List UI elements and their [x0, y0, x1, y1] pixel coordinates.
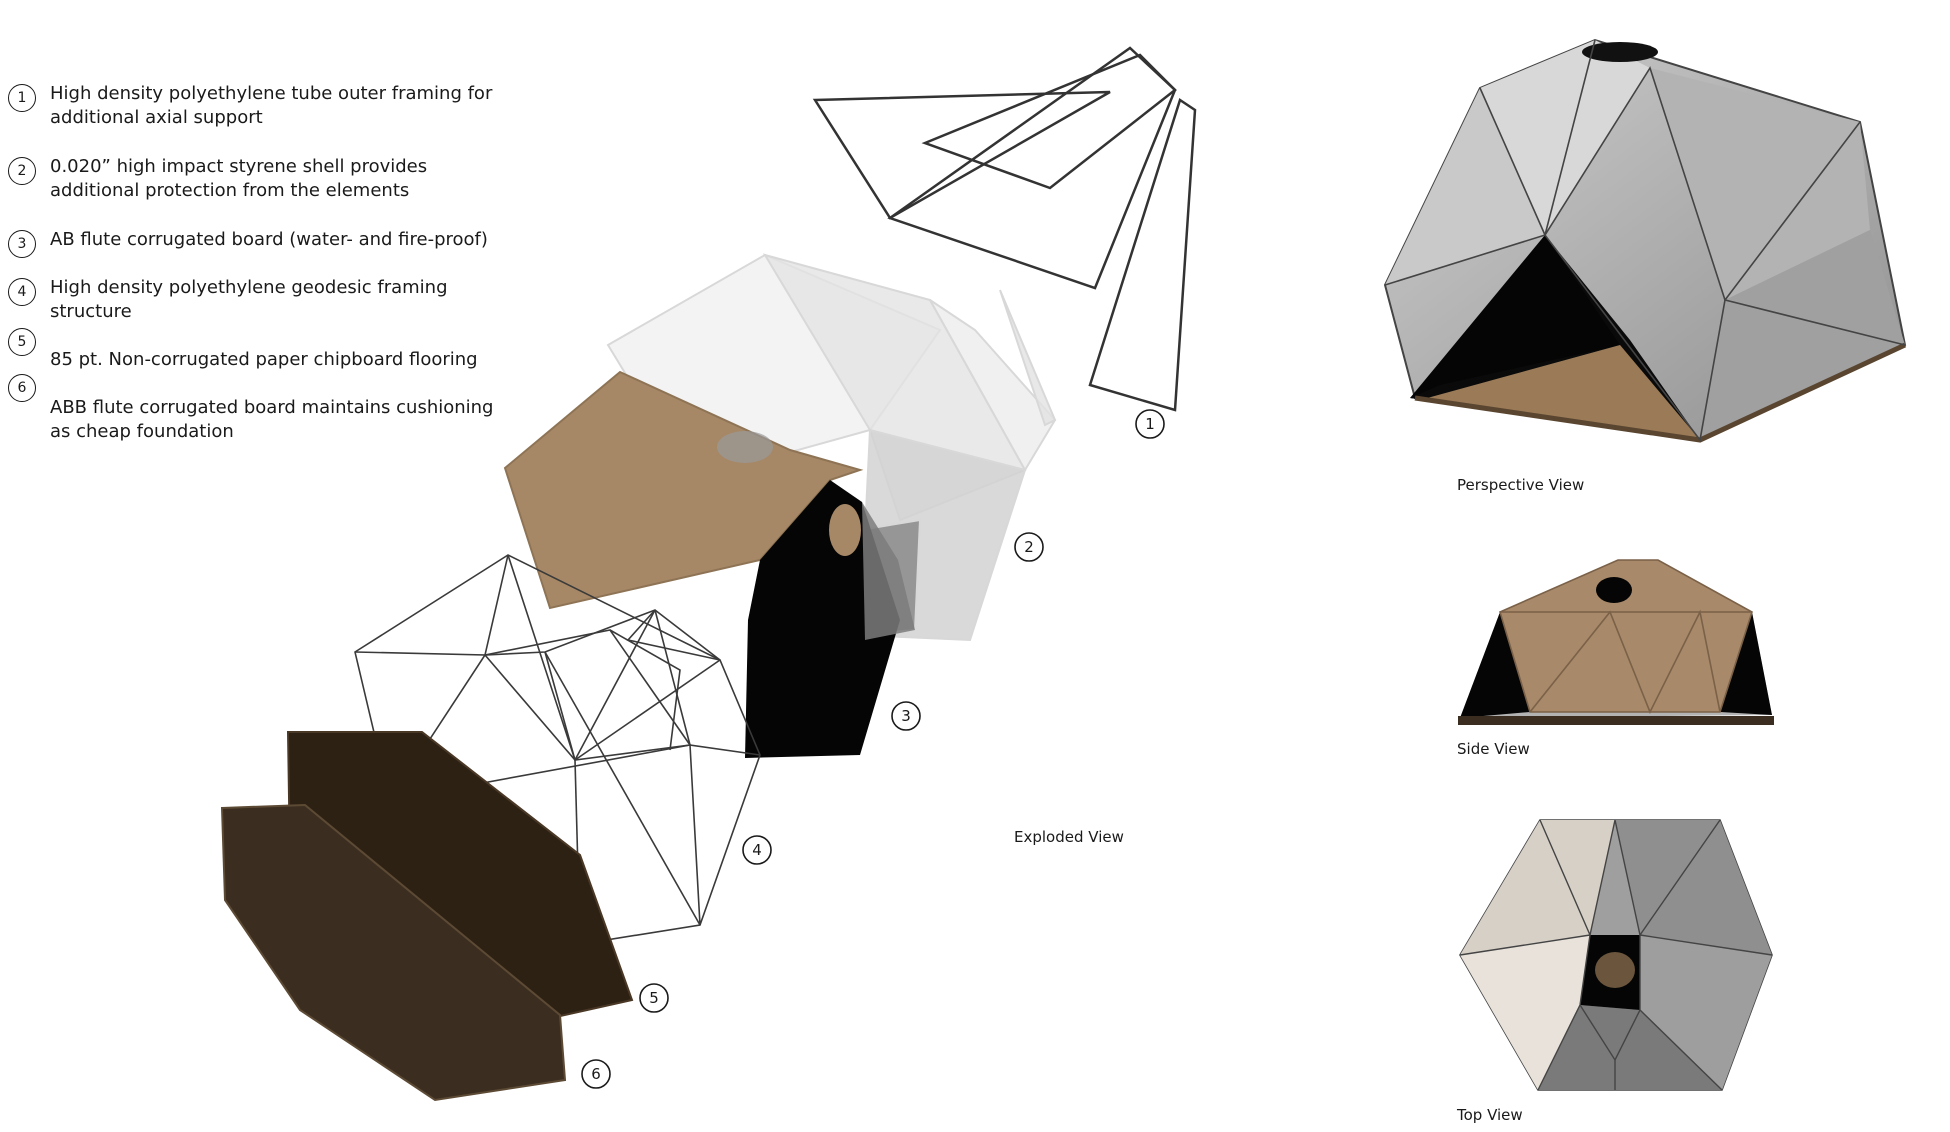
callout-marker-6: 6 [581, 1059, 611, 1089]
top-view [1459, 819, 1773, 1091]
legend-text-1: High density polyethylene tube outer fra… [50, 83, 493, 128]
legend-item-1: 1 High density polyethylene tube outer f… [8, 82, 510, 130]
side-hole [829, 504, 861, 556]
legend-text-4: High density polyethylene geodesic frami… [50, 277, 448, 322]
callout-5: 5 [8, 328, 36, 356]
legend-text-3: AB flute corrugated board (water- and fi… [50, 229, 488, 250]
legend-item-5: 5 85 pt. Non-corrugated paper chipboard … [8, 326, 510, 372]
side-view [1458, 559, 1774, 725]
legend-text-6: ABB flute corrugated board maintains cus… [50, 397, 494, 442]
legend-item-3: 3 AB flute corrugated board (water- and … [8, 228, 510, 258]
caption-perspective-view: Perspective View [1457, 476, 1585, 494]
svg-text:6: 6 [591, 1065, 601, 1083]
svg-text:5: 5 [649, 989, 659, 1007]
layer-3-corrugated-board [503, 370, 915, 758]
callout-4: 4 [8, 278, 36, 306]
svg-text:3: 3 [901, 707, 911, 725]
layer-6-abb-foundation [220, 803, 567, 1102]
callout-1: 1 [8, 84, 36, 112]
callout-marker-2: 2 [1014, 532, 1044, 562]
legend-item-2: 2 0.020” high impact styrene shell provi… [8, 155, 510, 203]
callout-marker-5: 5 [639, 983, 669, 1013]
legend-text-2: 0.020” high impact styrene shell provide… [50, 156, 428, 201]
callout-marker-4: 4 [742, 835, 772, 865]
callout-2: 2 [8, 157, 36, 185]
perspective-view [1383, 38, 1907, 443]
caption-side-view: Side View [1457, 740, 1530, 758]
legend-text-5: 85 pt. Non-corrugated paper chipboard fl… [50, 349, 478, 370]
callout-3: 3 [8, 230, 36, 258]
legend-item-4: 4 High density polyethylene geodesic fra… [8, 276, 510, 324]
vent-hole [717, 431, 773, 463]
callout-marker-3: 3 [891, 701, 921, 731]
caption-top-view: Top View [1457, 1106, 1523, 1124]
exploded-callouts: 1 2 3 4 5 6 [581, 409, 1165, 1089]
layer-1-tube-framing [812, 46, 1197, 412]
callout-marker-1: 1 [1135, 409, 1165, 439]
caption-exploded-view: Exploded View [1014, 828, 1124, 846]
svg-text:2: 2 [1024, 538, 1034, 556]
legend-item-6: 6 ABB flute corrugated board maintains c… [8, 372, 510, 444]
svg-text:4: 4 [752, 841, 762, 859]
callout-6: 6 [8, 374, 36, 402]
svg-text:1: 1 [1145, 415, 1155, 433]
